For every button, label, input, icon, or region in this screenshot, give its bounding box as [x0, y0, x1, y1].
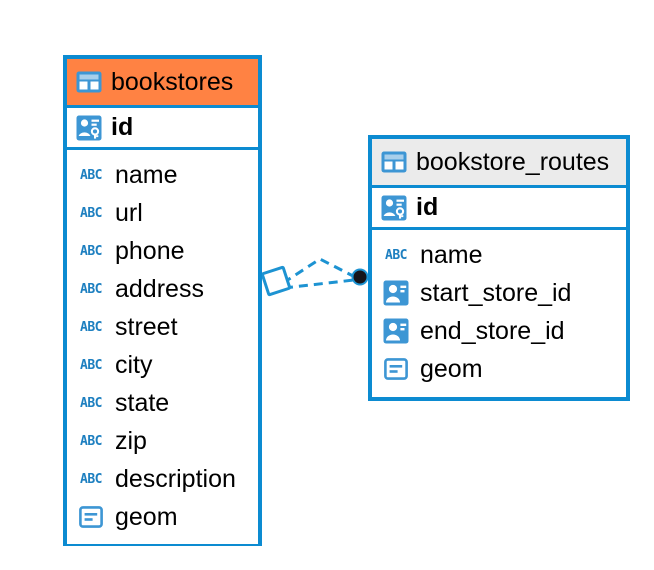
relationship-line-upper[interactable]	[282, 257, 356, 285]
text-type-icon: ABC	[80, 357, 102, 373]
field-row[interactable]: geom	[381, 350, 618, 388]
field-list-bookstores: ABC name ABC url ABC phone ABC address A…	[67, 150, 258, 544]
field-label: geom	[420, 354, 483, 383]
field-label: geom	[115, 502, 178, 531]
field-list-bookstore-routes: ABC name start_store_id	[372, 230, 626, 396]
field-label: street	[115, 312, 178, 341]
field-row[interactable]: ABC zip	[76, 422, 250, 460]
dot-endpoint-icon[interactable]	[351, 268, 369, 286]
relationship-line-lower[interactable]	[283, 278, 355, 290]
foreign-key-icon	[381, 280, 411, 306]
text-type-icon: ABC	[80, 281, 102, 297]
field-row[interactable]: ABC name	[76, 156, 250, 194]
field-row[interactable]: ABC state	[76, 384, 250, 422]
entity-table-bookstores[interactable]: bookstores id ABC name	[63, 55, 262, 546]
text-type-icon: ABC	[80, 319, 102, 335]
primary-key-label: id	[111, 113, 134, 141]
text-type-icon: ABC	[80, 243, 102, 259]
field-row[interactable]: ABC address	[76, 270, 250, 308]
field-label: url	[115, 198, 143, 227]
text-type-icon: ABC	[80, 167, 102, 183]
field-row[interactable]: ABC street	[76, 308, 250, 346]
text-type-icon: ABC	[80, 471, 102, 487]
field-label: start_store_id	[420, 278, 572, 307]
field-row[interactable]: ABC phone	[76, 232, 250, 270]
field-row[interactable]: ABC url	[76, 194, 250, 232]
entity-title: bookstores	[111, 67, 234, 96]
entity-header-bookstore-routes[interactable]: bookstore_routes	[372, 139, 626, 185]
field-row[interactable]: geom	[76, 498, 250, 536]
field-row[interactable]: start_store_id	[381, 274, 618, 312]
primary-key-row-bookstore-routes[interactable]: id	[372, 185, 626, 230]
primary-key-label: id	[416, 193, 439, 221]
field-row[interactable]: ABC name	[381, 236, 618, 274]
geometry-type-icon	[76, 506, 106, 528]
table-icon	[76, 71, 102, 93]
field-label: address	[115, 274, 204, 303]
field-label: end_store_id	[420, 316, 565, 345]
foreign-key-icon	[381, 318, 411, 344]
entity-header-bookstores[interactable]: bookstores	[67, 59, 258, 105]
text-type-icon: ABC	[80, 395, 102, 411]
field-row[interactable]: ABC city	[76, 346, 250, 384]
field-label: zip	[115, 426, 147, 455]
entity-table-bookstore-routes[interactable]: bookstore_routes id ABC name	[368, 135, 630, 401]
diamond-endpoint-icon[interactable]	[260, 265, 292, 297]
field-row[interactable]: end_store_id	[381, 312, 618, 350]
field-label: name	[420, 240, 483, 269]
entity-title: bookstore_routes	[416, 147, 610, 176]
primary-key-row-bookstores[interactable]: id	[67, 105, 258, 150]
text-type-icon: ABC	[80, 205, 102, 221]
table-icon	[381, 151, 407, 173]
field-row[interactable]: ABC description	[76, 460, 250, 498]
primary-key-icon	[381, 195, 407, 221]
text-type-icon: ABC	[385, 247, 407, 263]
text-type-icon: ABC	[80, 433, 102, 449]
primary-key-icon	[76, 115, 102, 141]
field-label: city	[115, 350, 153, 379]
field-label: name	[115, 160, 178, 189]
geometry-type-icon	[381, 358, 411, 380]
field-label: state	[115, 388, 170, 417]
field-label: phone	[115, 236, 185, 265]
field-label: description	[115, 464, 236, 493]
